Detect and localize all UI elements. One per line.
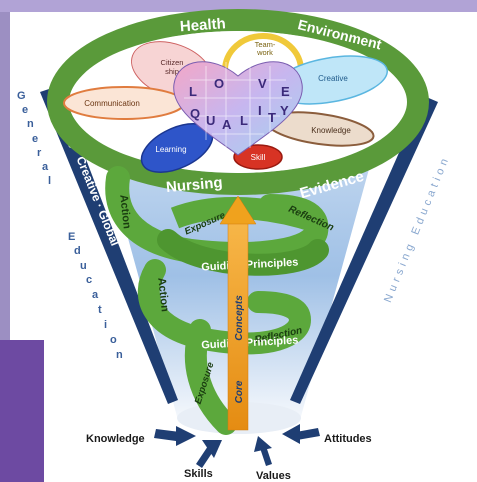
skill-ellipse: Skill: [233, 144, 283, 170]
left-letter: i: [104, 319, 107, 331]
left-letter: a: [92, 289, 99, 301]
left-letter: E: [68, 231, 75, 243]
left-letter: l: [48, 175, 51, 187]
left-side-letters: G e n e r a l E d u c a t i o n: [17, 90, 123, 361]
left-letter: t: [98, 304, 102, 316]
background-left-edge: [0, 0, 10, 482]
lower-principles-label: Guiding Principles: [201, 334, 299, 351]
upper-principles-label: Guiding Principles: [201, 256, 299, 273]
attitudes-arrow-head: [282, 424, 300, 444]
input-arrows: [154, 424, 320, 468]
background-top-edge: [0, 0, 477, 12]
left-letter: u: [80, 260, 87, 272]
teamwork-line: work: [256, 48, 273, 57]
values-arrow-head: [254, 436, 272, 452]
knowledge-ellipse-label: Knowledge: [311, 126, 351, 135]
values-arrow: [260, 446, 272, 466]
input-values: Values: [256, 470, 291, 482]
communication-label: Communication: [84, 99, 140, 108]
heart-letters: L O V E Q U A L I T Y: [189, 76, 290, 132]
communication-ellipse: Communication: [63, 86, 185, 120]
puzzle-lines: [184, 62, 292, 148]
skills-arrow-head: [202, 440, 222, 458]
heart-letter: I: [258, 103, 262, 118]
arrow-concepts-label: Concepts: [234, 295, 245, 341]
arrow-core-label: Core: [234, 380, 245, 403]
teamwork-label: Team-work: [255, 40, 276, 57]
input-knowledge: Knowledge: [86, 433, 145, 445]
lower-action-label: Action: [155, 277, 171, 313]
left-letter: e: [32, 133, 38, 145]
spiral-lower-loop: [137, 259, 312, 355]
left-letter: n: [27, 118, 34, 130]
knowledge-arrow-head: [176, 426, 196, 446]
input-attitudes: Attitudes: [324, 433, 372, 445]
left-letter: e: [22, 104, 28, 116]
attitudes-arrow: [296, 428, 320, 440]
knowledge-arrow: [154, 429, 180, 441]
learning-label: Learning: [155, 145, 186, 154]
left-letter: c: [86, 274, 92, 286]
outer-ring: [47, 9, 429, 195]
left-letter: r: [37, 147, 42, 159]
heart-letter: E: [281, 84, 290, 99]
input-skills: Skills: [184, 468, 213, 480]
heart-letter: V: [258, 76, 267, 91]
heart-letter: T: [268, 110, 276, 125]
upper-action-label: Action: [117, 194, 133, 230]
creative-label: Creative: [318, 74, 348, 83]
spiral-bottom-tail: [184, 319, 237, 435]
central-arrow: [219, 195, 257, 431]
heart-letter: Y: [280, 103, 289, 118]
skill-label: Skill: [251, 153, 266, 162]
left-letter: n: [116, 349, 123, 361]
heart-letter: O: [214, 76, 224, 91]
heart-letter: L: [189, 84, 197, 99]
left-letter: G: [17, 90, 26, 102]
background-purple-block: [0, 340, 44, 482]
heart-letter: Q: [190, 106, 200, 121]
citizenship-line: ship: [165, 67, 179, 76]
ring-label-health: Health: [179, 15, 226, 35]
right-navy-bar: [290, 96, 438, 404]
left-navy-bar: [40, 86, 178, 404]
teamwork-line: Team-: [255, 40, 276, 49]
left-letter: o: [110, 334, 117, 346]
left-letter: a: [42, 161, 49, 173]
citizenship-line: Citizen: [161, 58, 184, 67]
skills-arrow: [196, 446, 214, 468]
heart-letter: A: [222, 117, 232, 132]
heart-letter: U: [206, 113, 215, 128]
left-letter: d: [74, 245, 81, 257]
ring-label-nursing: Nursing: [165, 174, 223, 196]
heart-letter: L: [240, 113, 248, 128]
